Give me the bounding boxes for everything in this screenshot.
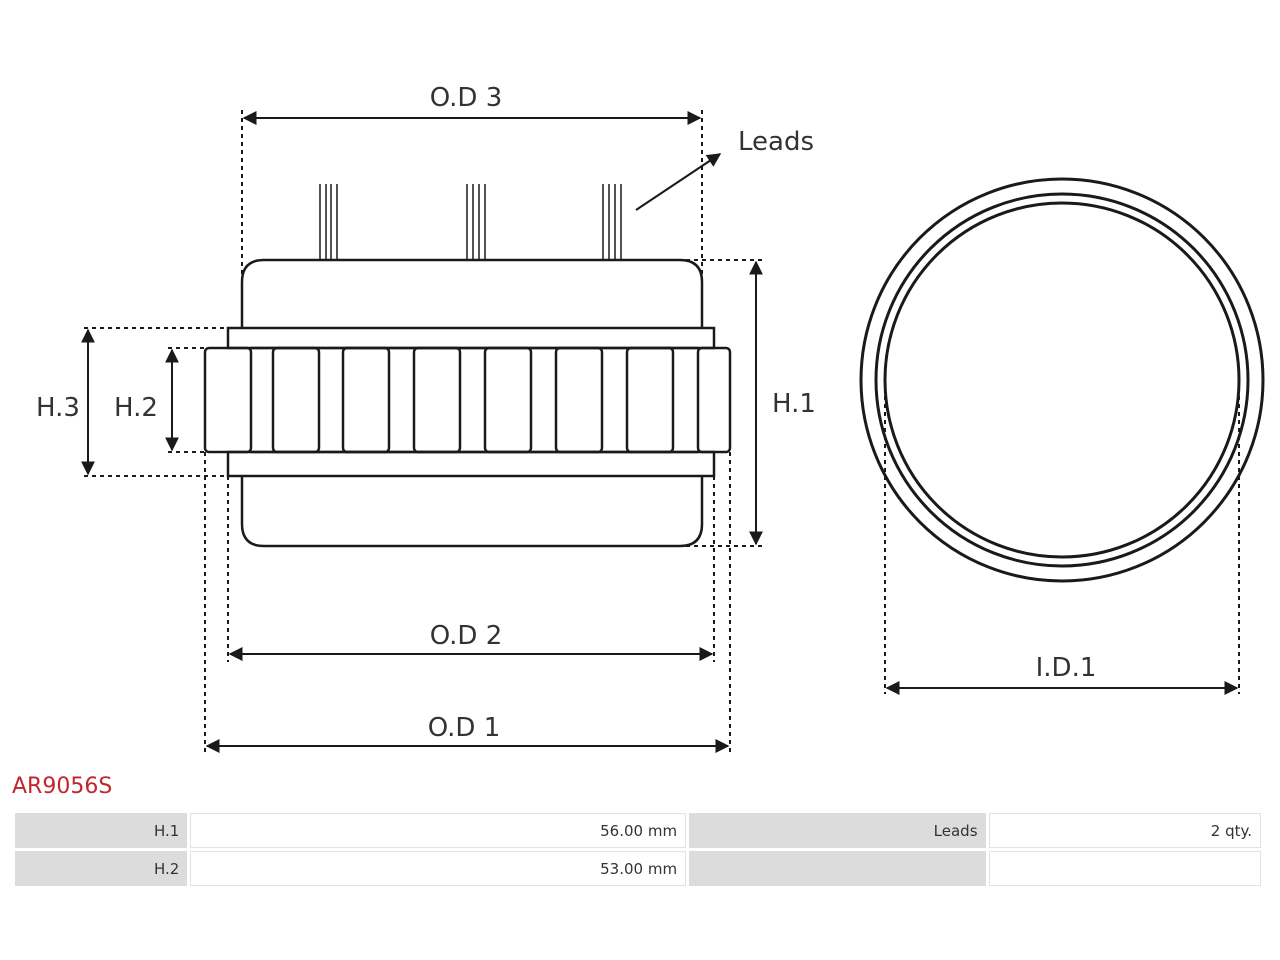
h2-label: H.2 [114,393,158,423]
leads-wires [319,184,622,260]
spec-value: 56.00 mm [190,813,687,848]
dimension-lines [81,110,1240,753]
spec-key: H.1 [15,813,188,848]
id1-label: I.D.1 [1036,653,1097,683]
spec-key: Leads [689,813,986,848]
middle-ring [874,192,1250,568]
spec-key: H.2 [15,851,188,886]
core-band-top [226,326,716,350]
od3-label: O.D 3 [430,83,503,113]
spec-key [689,851,986,886]
winding-top [240,258,704,328]
part-number: AR9056S [12,774,113,799]
table-row: H.2 53.00 mm [15,851,1261,886]
outer-ring [859,177,1265,583]
h1-label: H.1 [772,389,816,419]
stator-side-view [203,184,732,548]
winding-bottom [240,476,704,548]
table-row: H.1 56.00 mm Leads 2 qty. [15,813,1261,848]
h3-label: H.3 [36,393,80,423]
od1-label: O.D 1 [428,713,501,743]
spec-value [988,851,1261,886]
spec-value: 53.00 mm [190,851,687,886]
core-band-bottom [226,450,716,478]
leads-label: Leads [738,127,814,157]
specs-table: H.1 56.00 mm Leads 2 qty. H.2 53.00 mm [12,810,1264,889]
dimension-labels: O.D 3 Leads H.1 H.3 H.2 O.D 2 O.D 1 I.D.… [36,83,1096,743]
spec-value: 2 qty. [988,813,1261,848]
od2-label: O.D 2 [430,621,503,651]
stator-top-view [859,177,1265,583]
inner-ring [883,201,1241,559]
technical-drawing: O.D 3 Leads H.1 H.3 H.2 O.D 2 O.D 1 I.D.… [36,83,1265,753]
leads-pointer [635,153,722,211]
